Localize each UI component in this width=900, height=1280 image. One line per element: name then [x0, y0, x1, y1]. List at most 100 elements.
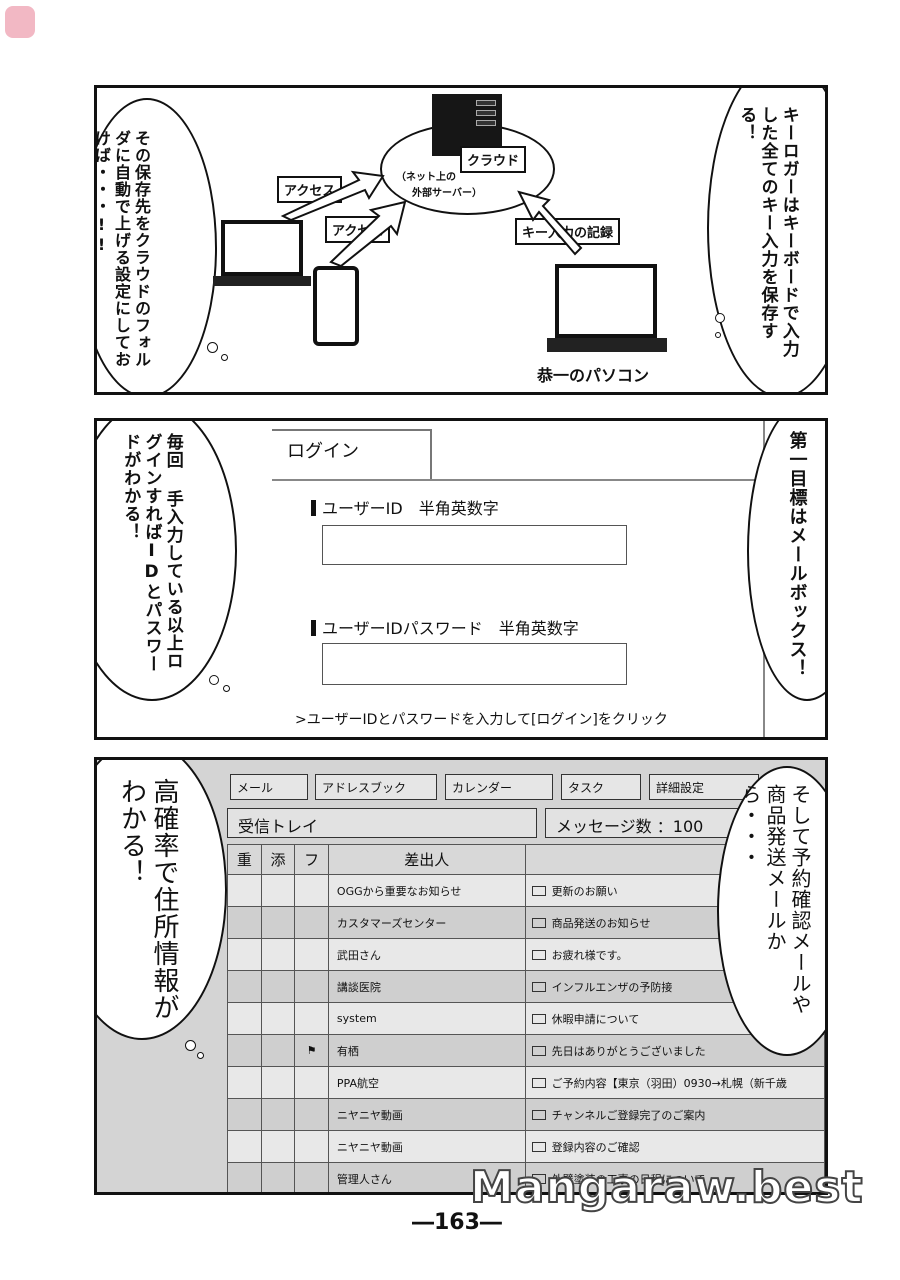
col-sender[interactable]: 差出人	[327, 844, 526, 875]
speech-bubble-left	[97, 98, 217, 392]
table-row[interactable]: 管理人さん 外壁塗装の工事の日程について	[227, 1162, 825, 1192]
col-important[interactable]: 重	[227, 844, 262, 875]
message-count-bar: メッセージ数 ：100	[545, 808, 795, 838]
envelope-icon	[531, 1013, 546, 1024]
sender-cell: 管理人さん	[327, 1162, 526, 1192]
mail-table: 重 添 フ 差出人 OGGから重要なお知らせ更新のお願いカスタマーズセンター商品…	[227, 844, 825, 1192]
attachment-cell	[260, 906, 296, 939]
sender-cell: system	[327, 1002, 526, 1035]
attachment-cell	[260, 1002, 296, 1035]
toolbar-addressbook-button[interactable]: アドレスブック	[315, 774, 437, 800]
envelope-icon	[531, 949, 546, 960]
pc-caption: 恭一のパソコン	[537, 366, 650, 385]
attachment-cell	[260, 1130, 296, 1163]
sender-cell: 有栖	[327, 1034, 526, 1067]
flag-cell	[294, 906, 329, 939]
envelope-icon	[531, 1173, 546, 1184]
subject-cell: 外壁塗装の工事の日程について	[524, 1162, 825, 1192]
subject-text: ご予約内容【東京（羽田）0930→札幌（新千歳	[551, 1076, 787, 1090]
sender-cell: PPA航空	[327, 1066, 526, 1099]
subject-text: 登録内容のご確認	[551, 1140, 640, 1154]
flag-cell	[294, 1098, 329, 1131]
bubble-tail-dot	[715, 313, 725, 323]
subject-text: 更新のお願い	[551, 884, 618, 898]
user-id-label: ユーザーID 半角英数字	[311, 495, 499, 519]
table-row[interactable]: ニヤニヤ動画 登録内容のご確認	[227, 1130, 825, 1163]
login-instruction: >ユーザーIDとパスワードを入力して[ログイン]をクリック	[295, 712, 668, 728]
important-cell	[227, 1162, 262, 1192]
subject-text: 外壁塗装の工事の日程について	[551, 1172, 706, 1186]
important-cell	[227, 1066, 262, 1099]
flag-cell	[294, 1002, 329, 1035]
speech-text-keylogger: キーロガーはキーボードで入力した全てのキー入力を保存する！	[736, 106, 799, 358]
important-cell	[227, 874, 262, 907]
attachment-cell	[260, 1066, 296, 1099]
envelope-icon	[531, 1109, 546, 1120]
attachment-cell	[260, 1098, 296, 1131]
subject-text: 商品発送のお知らせ	[551, 916, 651, 930]
laptop-base	[213, 276, 311, 286]
flag-cell	[294, 1162, 329, 1192]
table-row[interactable]: PPA航空 ご予約内容【東京（羽田）0930→札幌（新千歳	[227, 1066, 825, 1099]
cloud-sub-label-1: （ネット上の	[396, 172, 456, 183]
col-attachment[interactable]: 添	[260, 844, 296, 875]
table-row[interactable]: ニヤニヤ動画 チャンネルご登録完了のご案内	[227, 1098, 825, 1131]
subject-text: インフルエンザの予防接	[551, 980, 673, 994]
bubble-tail-dot	[223, 685, 230, 692]
important-cell	[227, 1034, 262, 1067]
kyoichi-pc-icon	[555, 264, 657, 338]
envelope-icon	[531, 885, 546, 896]
subject-cell: チャンネルご登録完了のご案内	[524, 1098, 825, 1131]
attachment-cell	[260, 970, 296, 1003]
speech-text-mailbox: 第一目標はメールボックス！	[786, 431, 808, 678]
login-title: ログイン	[287, 441, 359, 462]
envelope-icon	[531, 1141, 546, 1152]
table-row[interactable]: カスタマーズセンター商品発送のお知らせ	[227, 906, 825, 939]
panel-mail-inbox: メール アドレスブック カレンダー タスク 詳細設定 受信トレイ メッセージ数 …	[94, 757, 828, 1195]
attachment-cell	[260, 1034, 296, 1067]
subject-text: 休暇申請について	[551, 1012, 640, 1026]
user-id-input[interactable]	[322, 525, 627, 565]
speech-text-reservation: そして予約確認メールや商品発送メールから・・・	[738, 784, 812, 1015]
bubble-tail-dot	[715, 332, 721, 338]
watermark: Mangaraw.best	[469, 1161, 864, 1214]
laptop-icon	[221, 220, 303, 276]
subject-cell: 登録内容のご確認	[524, 1130, 825, 1163]
bubble-tail-dot	[197, 1052, 204, 1059]
flag-cell	[294, 874, 329, 907]
toolbar-task-button[interactable]: タスク	[561, 774, 641, 800]
envelope-icon	[531, 1045, 546, 1056]
sender-cell: ニヤニヤ動画	[327, 1130, 526, 1163]
page-number: ―163―	[412, 1210, 502, 1235]
speech-bubble-right	[717, 766, 825, 1056]
smartphone-icon	[313, 266, 359, 346]
toolbar-calendar-button[interactable]: カレンダー	[445, 774, 553, 800]
arrow-pc-to-cloud	[517, 190, 583, 256]
site-logo	[5, 6, 35, 38]
table-row[interactable]: ⚑有栖先日はありがとうございました	[227, 1034, 825, 1067]
bubble-tail-dot	[185, 1040, 196, 1051]
toolbar-settings-button[interactable]: 詳細設定	[649, 774, 759, 800]
attachment-cell	[260, 938, 296, 971]
flag-cell: ⚑	[294, 1034, 329, 1067]
sender-cell: ニヤニヤ動画	[327, 1098, 526, 1131]
sender-cell: 武田さん	[327, 938, 526, 971]
col-flag[interactable]: フ	[294, 844, 329, 875]
important-cell	[227, 938, 262, 971]
cloud-sub-label-2: 外部サーバー）	[412, 188, 482, 199]
login-tab-outline	[272, 429, 432, 479]
flag-icon[interactable]: ⚑	[306, 1044, 317, 1057]
password-label: ユーザーIDパスワード 半角英数字	[311, 615, 579, 639]
panel-login-form: ログイン ユーザーID 半角英数字 ユーザーIDパスワード 半角英数字 >ユーザ…	[94, 418, 828, 740]
toolbar-mail-button[interactable]: メール	[230, 774, 308, 800]
login-divider	[272, 479, 762, 481]
password-input[interactable]	[322, 643, 627, 685]
speech-text-credentials: 毎回 手入力している以上ログインすればIDとパスワードがわかる！	[120, 433, 183, 673]
subject-cell: ご予約内容【東京（羽田）0930→札幌（新千歳	[524, 1066, 825, 1099]
subject-text: お疲れ様です。	[551, 948, 628, 962]
cloud-label: クラウド	[460, 146, 527, 173]
server-icon	[432, 94, 502, 156]
flag-cell	[294, 970, 329, 1003]
arrow-phone-to-cloud	[329, 200, 407, 266]
subject-text: チャンネルご登録完了のご案内	[551, 1108, 706, 1122]
